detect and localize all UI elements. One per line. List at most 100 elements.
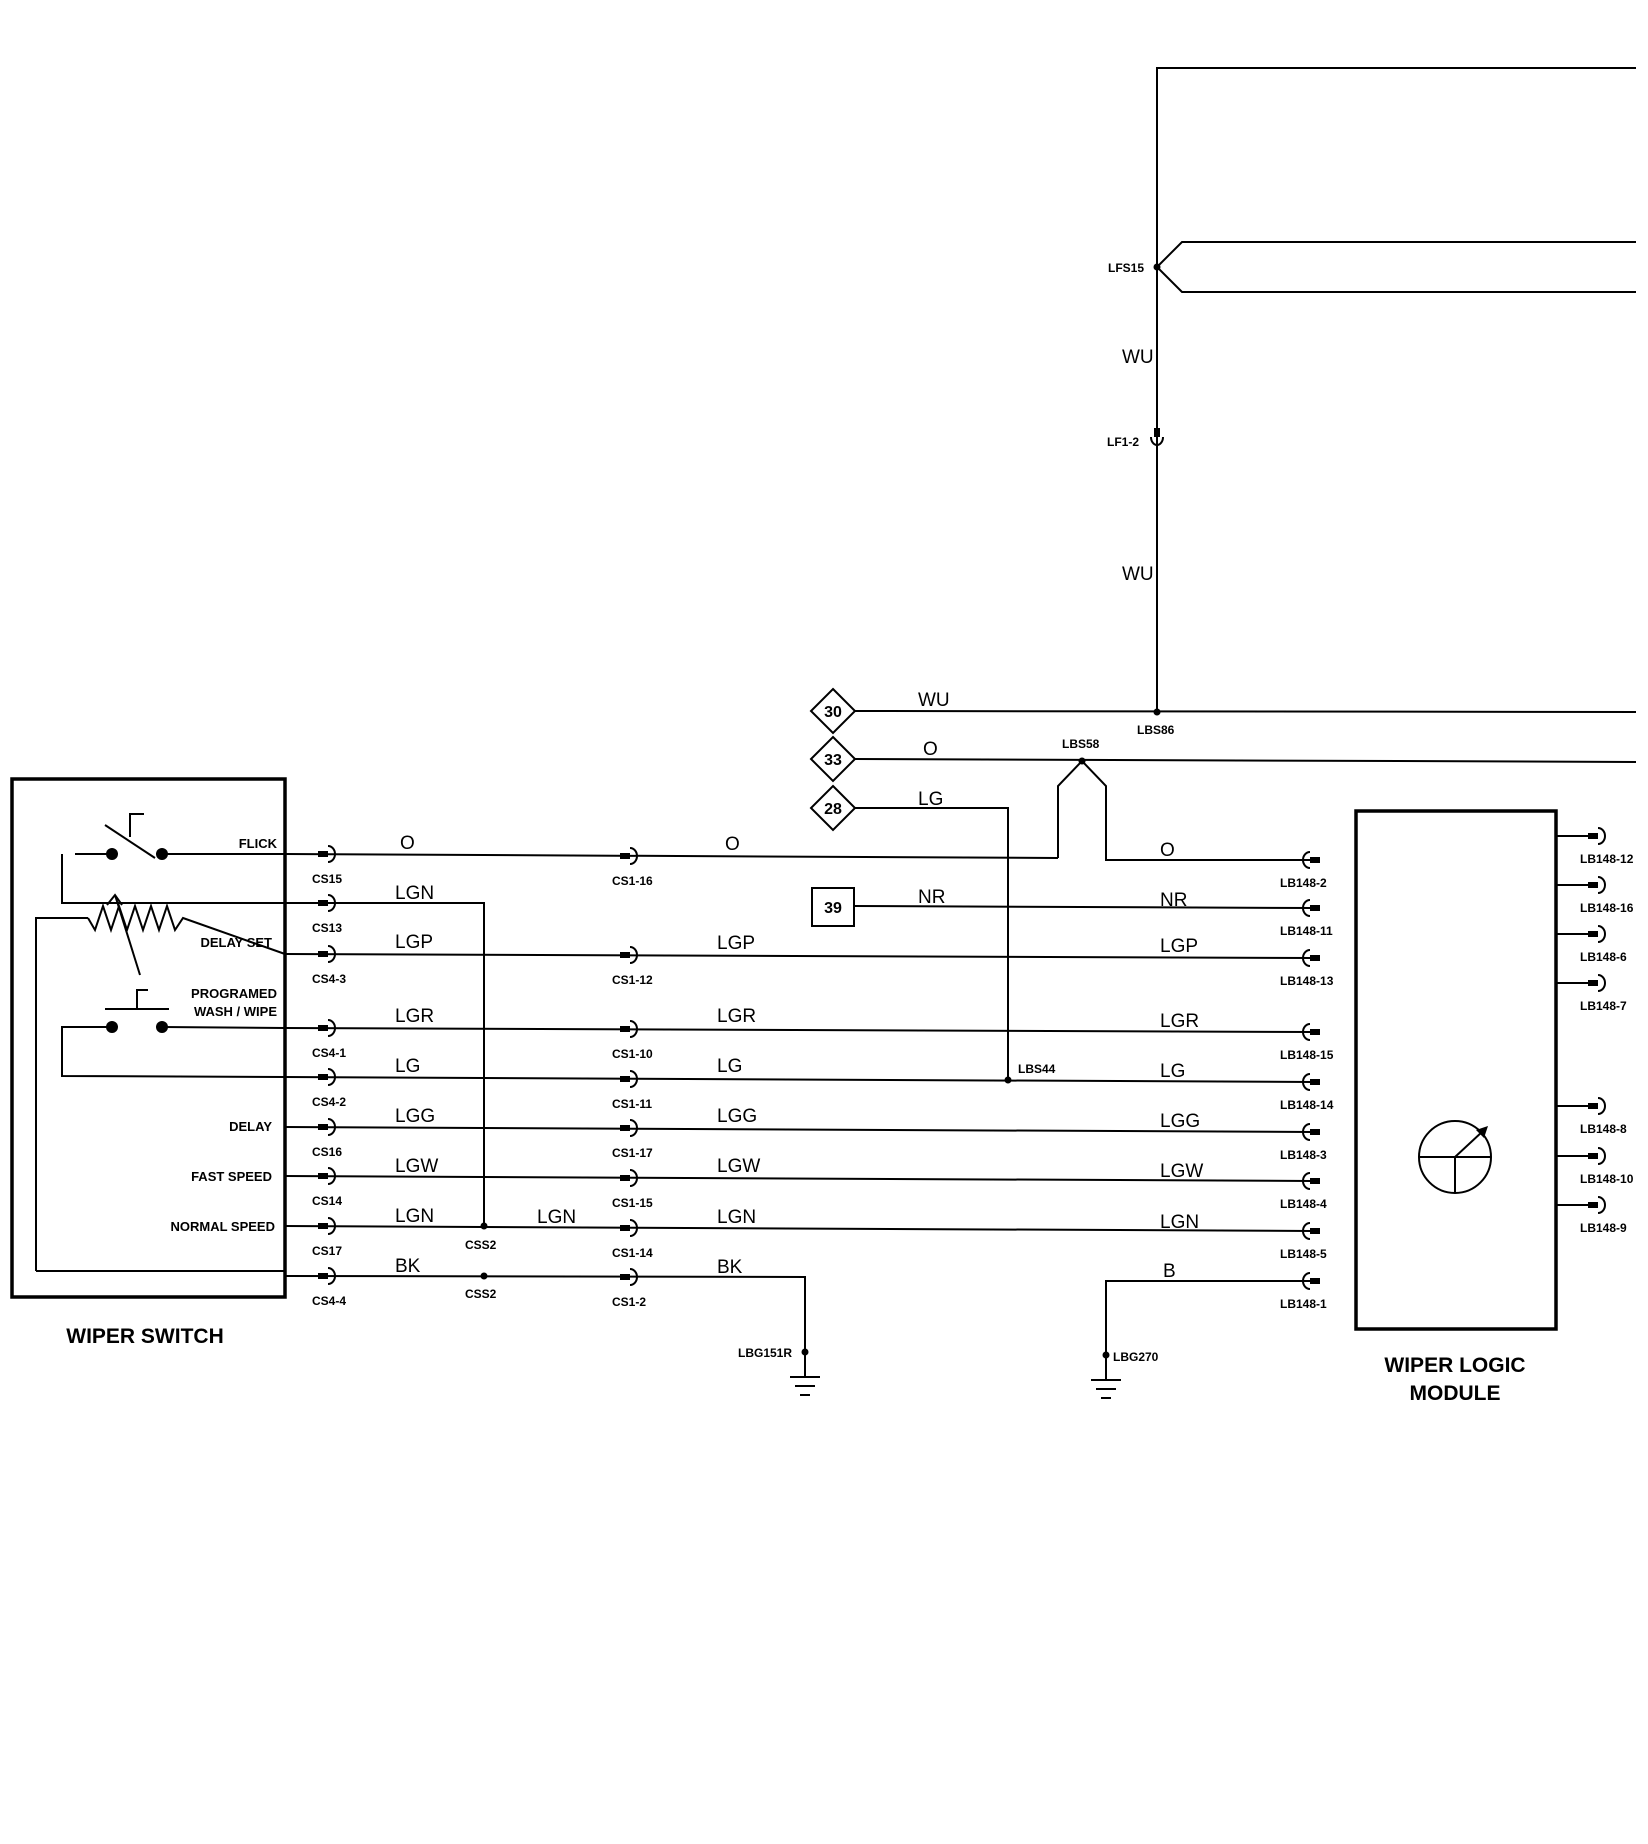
wire-label-delayset-1: LGP (395, 932, 433, 953)
wire-label-wu-top: WU (1122, 347, 1154, 368)
connector-label-cs4-2: CS4-2 (312, 1095, 346, 1109)
connector-r-lb148-8: LB148-8 (1556, 1097, 1627, 1136)
connector-cs16: CS16 (312, 1118, 342, 1159)
wiper-switch-box (10, 777, 287, 1299)
connector-label-r-lb148-12: LB148-12 (1580, 852, 1634, 866)
ref-30-label: 30 (824, 704, 842, 721)
function-normal-speed: NORMAL SPEED (171, 1219, 276, 1234)
connector-label-cs1-14: CS1-14 (612, 1246, 653, 1260)
splice-css2-b (480, 1272, 488, 1280)
connector-cs4-3: CS4-3 (312, 945, 346, 986)
ref-diamond-28 (809, 784, 857, 832)
connector-label-cs1-16: CS1-16 (612, 874, 653, 888)
connector-cs13: CS13 (312, 894, 342, 935)
connector-cs1-17: CS1-17 (612, 1119, 653, 1160)
module-title-2: MODULE (1410, 1382, 1501, 1405)
wire-label-normal-1: LGN (395, 1206, 434, 1227)
connector-label-cs14: CS14 (312, 1194, 342, 1208)
wire-label-o-33: O (923, 739, 938, 760)
lbg151r-label: LBG151R (738, 1346, 792, 1360)
wire-label-prog-2: LGR (717, 1006, 756, 1027)
connector-label-cs16: CS16 (312, 1145, 342, 1159)
connector-label-cs1-17: CS1-17 (612, 1146, 653, 1160)
lbs86-label: LBS86 (1137, 723, 1175, 737)
connector-label-lb148-5: LB148-5 (1280, 1247, 1327, 1261)
connector-label-lb148-4: LB148-4 (1280, 1197, 1327, 1211)
connector-r-lb148-12: LB148-12 (1556, 827, 1634, 866)
wire-label-lg-2: LG (717, 1056, 742, 1077)
wiper-logic-module: WIPER LOGIC MODULE (1354, 809, 1558, 1405)
connector-label-r-lb148-10: LB148-10 (1580, 1172, 1634, 1186)
lbs44-label: LBS44 (1018, 1062, 1056, 1076)
css2-b-label: CSS2 (465, 1287, 497, 1301)
connector-r-lb148-9: LB148-9 (1556, 1196, 1627, 1235)
wire-label-cs13: LGN (395, 883, 434, 904)
connector-label-cs15: CS15 (312, 872, 342, 886)
splice-lbs86 (1153, 708, 1161, 716)
wire-label-nr-mod: NR (1160, 890, 1187, 911)
connector-label-cs1-10: CS1-10 (612, 1047, 653, 1061)
connector-label-r-lb148-16: LB148-16 (1580, 901, 1634, 915)
connector-lb148-2: LB148-2 (1280, 851, 1327, 890)
connector-lb148-15: LB148-15 (1280, 1023, 1334, 1062)
connector-label-lb148-1: LB148-1 (1280, 1297, 1327, 1311)
module-meter-symbol (1418, 1120, 1492, 1194)
module-title-1: WIPER LOGIC (1384, 1354, 1525, 1377)
connector-label-cs1-2: CS1-2 (612, 1295, 646, 1309)
ref-diamond-30 (809, 687, 857, 735)
connector-lb148-5: LB148-5 (1280, 1222, 1327, 1261)
connector-symbols: CS15CS13CS4-3CS4-1CS4-2CS16CS14CS17CS4-4… (312, 827, 1634, 1311)
connector-lb148-11: LB148-11 (1280, 899, 1333, 938)
wire-label-delay-3: LGG (1160, 1111, 1200, 1132)
ground-lbg270: LBG270 (1091, 1350, 1159, 1399)
ref-33-label: 33 (824, 752, 842, 769)
connector-label-cs1-11: CS1-11 (612, 1097, 652, 1111)
connector-cs17: CS17 (312, 1217, 342, 1258)
connector-lb148-3: LB148-3 (1280, 1123, 1327, 1162)
wire-label-fast-2: LGW (717, 1156, 760, 1177)
connector-lb148-4: LB148-4 (1280, 1172, 1327, 1211)
wire-label-b-mod: B (1163, 1261, 1176, 1282)
connector-label-cs13: CS13 (312, 921, 342, 935)
wire-label-bk-1: BK (395, 1256, 421, 1277)
wiper-logic-module-box (1354, 809, 1558, 1331)
wire-label-normal-4: LGN (1160, 1212, 1199, 1233)
connector-lb148-14: LB148-14 (1280, 1073, 1334, 1112)
connector-r-lb148-7: LB148-7 (1556, 974, 1627, 1013)
lf1-2-label: LF1-2 (1107, 435, 1139, 449)
ref-28-label: 28 (824, 801, 842, 818)
connector-label-lb148-11: LB148-11 (1280, 924, 1333, 938)
lbg270-label: LBG270 (1113, 1350, 1159, 1364)
connector-cs15: CS15 (312, 845, 342, 886)
connector-label-lb148-2: LB148-2 (1280, 876, 1327, 890)
ref-diamond-33 (809, 735, 857, 783)
connector-cs1-11: CS1-11 (612, 1070, 652, 1111)
wiper-switch: WIPER SWITCH FLICK DELAY SET (10, 777, 287, 1348)
harness-rows: O O LGN LGP LGP LGP LGR LGR LGR LG LG LG… (284, 833, 1313, 1355)
wire-label-bk-2: BK (717, 1257, 743, 1278)
connector-label-r-lb148-7: LB148-7 (1580, 999, 1627, 1013)
flick-switch-symbol (61, 813, 285, 904)
connector-r-lb148-10: LB148-10 (1556, 1147, 1634, 1186)
connector-label-r-lb148-8: LB148-8 (1580, 1122, 1627, 1136)
wiper-switch-title: WIPER SWITCH (66, 1325, 224, 1348)
connector-label-lb148-14: LB148-14 (1280, 1098, 1334, 1112)
connector-cs1-12: CS1-12 (612, 946, 653, 987)
connector-lf1-2-pin (1154, 428, 1160, 437)
wire-label-flick-2: O (725, 834, 740, 855)
connector-cs1-10: CS1-10 (612, 1020, 653, 1061)
wire-label-fast-3: LGW (1160, 1161, 1203, 1182)
wire-label-flick-3: O (1160, 840, 1175, 861)
connector-label-lb148-13: LB148-13 (1280, 974, 1334, 988)
connector-cs1-16: CS1-16 (612, 847, 653, 888)
wire-label-nr-39: NR (918, 887, 945, 908)
function-delay-set: DELAY SET (200, 935, 272, 950)
connector-label-lb148-15: LB148-15 (1280, 1048, 1334, 1062)
connector-label-cs1-12: CS1-12 (612, 973, 653, 987)
connector-r-lb148-6: LB148-6 (1556, 925, 1627, 964)
ground-lbg151r: LBG151R (738, 1346, 820, 1396)
wire-label-normal-2: LGN (537, 1207, 576, 1228)
connector-lb148-1: LB148-1 (1280, 1272, 1327, 1311)
splice-css2-a (480, 1222, 488, 1230)
connector-cs1-14: CS1-14 (612, 1219, 653, 1260)
